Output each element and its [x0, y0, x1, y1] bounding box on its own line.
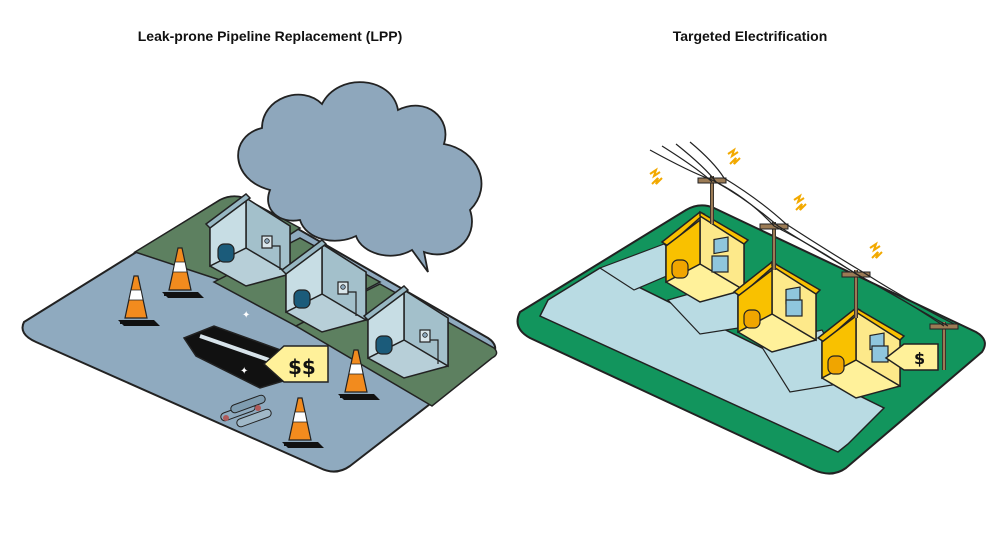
power-lines [649, 141, 955, 327]
lpp-panel-title: Leak-prone Pipeline Replacement (LPP) [137, 28, 403, 44]
lpp-scene: ✦ ✦ $$ [21, 81, 498, 473]
te-panel-title: Targeted Electrification [672, 28, 828, 44]
old-pipes-icon [220, 394, 272, 428]
lightning-icon [793, 195, 807, 211]
te-scene: $ [516, 141, 986, 475]
heat-pump-icon [785, 299, 803, 317]
sparkle-icon: ✦ [242, 310, 250, 321]
heat-pump-icon [871, 345, 889, 363]
lightning-icon [869, 243, 883, 259]
sparkle-icon: ✦ [240, 366, 248, 377]
te-price-tag [884, 343, 939, 371]
te-price-label: $ [914, 349, 925, 368]
heat-pump-icon [711, 255, 729, 273]
lpp-price-tag [262, 345, 329, 383]
cloud-icon [237, 81, 483, 273]
lightning-icon [727, 149, 741, 165]
lightning-icon [649, 169, 663, 185]
lpp-price-label: $$ [288, 355, 316, 379]
